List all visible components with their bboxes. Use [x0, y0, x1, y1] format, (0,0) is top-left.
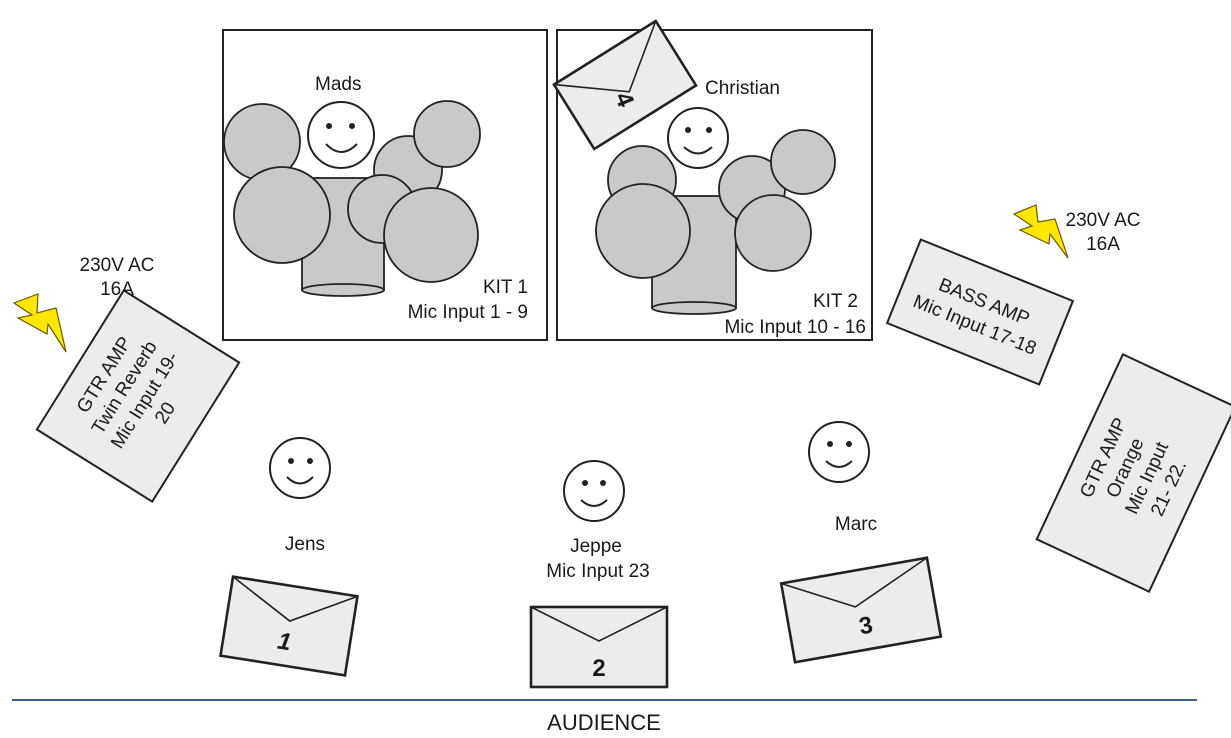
- audience-label: AUDIENCE: [547, 710, 661, 735]
- kit-2-frame: [556, 29, 873, 341]
- lightning-bolt-icon: [12, 293, 67, 353]
- monitor-wedge-4: 4: [552, 19, 698, 151]
- power-right: 230V AC 16A: [1012, 204, 1141, 259]
- monitor-wedge-1-number: 1: [276, 628, 293, 657]
- guitar-amp-left: GTR AMP Twin Reverb Mic Input 19- 20: [35, 289, 241, 503]
- kit-2-mic-input: Mic Input 10 - 16: [724, 317, 866, 338]
- performer-jeppe: Jeppe Mic Input 23: [546, 460, 650, 582]
- kit-2-drummer-name: Christian: [705, 78, 780, 99]
- guitar-amp-right: GTR AMP Orange Mic Input 21- 22.: [1035, 353, 1231, 593]
- monitor-wedge-3-number: 3: [857, 611, 875, 640]
- performer-jeppe-name: Jeppe: [570, 536, 622, 557]
- monitor-wedge-2-number: 2: [592, 655, 605, 682]
- performer-marc-name: Marc: [835, 514, 877, 535]
- kit-1-drummer-face: [307, 101, 375, 169]
- kit-1-frame: [222, 29, 548, 341]
- kit-2-floor-tom: [595, 183, 691, 279]
- power-right-voltage: 230V AC: [1066, 210, 1141, 231]
- kit-1-cymbal-front: [383, 187, 479, 283]
- monitor-wedge-1: 1: [219, 575, 359, 677]
- kit-1-floor-tom: [233, 166, 331, 264]
- power-left: 230V AC 16A: [12, 255, 155, 353]
- performer-jeppe-mic-input: Mic Input 23: [546, 561, 650, 582]
- kit-2-drummer-face: [667, 107, 729, 169]
- performer-marc-face: [808, 421, 870, 483]
- monitor-wedge-2: 2: [529, 605, 669, 689]
- bass-amp: BASS AMP Mic Input 17-18: [885, 238, 1075, 386]
- kit-2-cymbal-front: [734, 194, 812, 272]
- performer-jens-face: [269, 437, 331, 499]
- power-left-voltage: 230V AC: [80, 255, 155, 276]
- kit-1-bass-drum-rim: [301, 283, 385, 297]
- kit-1-label: KIT 1: [483, 277, 528, 298]
- performer-jeppe-face: [563, 460, 625, 522]
- kit-1-cymbal-right: [413, 100, 481, 168]
- power-right-current: 16A: [1086, 234, 1120, 255]
- kit-1: Mads KIT 1 Mic Input 1 - 9: [222, 29, 548, 341]
- performer-jens-name: Jens: [285, 534, 325, 555]
- performer-marc: Marc: [808, 421, 877, 535]
- kit-2: Christian KIT 2 Mic Input 10 - 16: [556, 29, 873, 341]
- monitor-wedge-3: 3: [779, 556, 943, 664]
- kit-1-drummer-name: Mads: [315, 74, 361, 95]
- kit-2-cymbal-right: [770, 129, 836, 195]
- performer-jens: Jens: [269, 437, 331, 555]
- kit-1-mic-input: Mic Input 1 - 9: [408, 302, 528, 323]
- lightning-bolt-icon: [1012, 204, 1069, 259]
- kit-2-label: KIT 2: [813, 291, 858, 312]
- kit-2-bass-drum-rim: [651, 301, 737, 315]
